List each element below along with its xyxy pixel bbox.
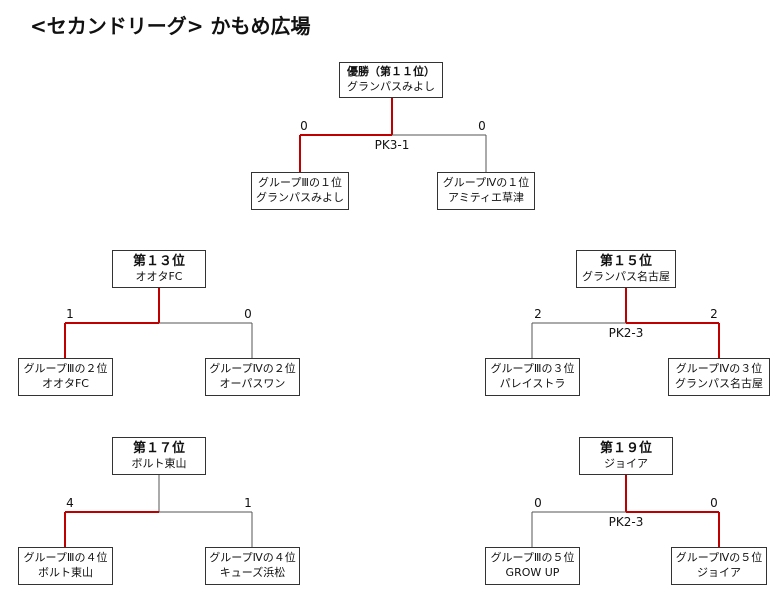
final-right-team: アミティエ草津 <box>447 191 525 204</box>
p15-left-team: パレイストラ <box>499 377 566 390</box>
final-result-box: 優勝（第１１位） グランパスみよし <box>339 62 443 98</box>
p19-right-team-box: グループⅣの５位 ジョイア <box>671 547 767 585</box>
bracket-13 <box>64 288 253 358</box>
p17-result-box: 第１７位 ボルト東山 <box>112 437 206 475</box>
p17-left-team: ボルト東山 <box>38 566 93 579</box>
p15-result-label: 第１５位 <box>599 253 652 269</box>
p15-result-box: 第１５位 グランパス名古屋 <box>576 250 676 288</box>
p15-right-score: 2 <box>710 307 718 321</box>
p15-right-group: グループⅣの３位 <box>675 362 763 376</box>
final-pk-note: PK3-1 <box>374 138 410 152</box>
p15-right-team: グランパス名古屋 <box>675 377 763 390</box>
p19-right-score: 0 <box>710 496 718 510</box>
p15-result-team: グランパス名古屋 <box>582 270 670 284</box>
p17-right-team: キューズ浜松 <box>219 566 286 579</box>
p15-right-team-box: グループⅣの３位 グランパス名古屋 <box>668 358 770 396</box>
p13-left-score: 1 <box>66 307 74 321</box>
p13-result-label: 第１３位 <box>132 253 185 269</box>
final-right-group: グループⅣの１位 <box>442 176 530 190</box>
p13-right-score: 0 <box>244 307 252 321</box>
p15-left-score: 2 <box>534 307 542 321</box>
bracket-17 <box>64 475 253 547</box>
p15-pk-note: PK2-3 <box>608 326 644 340</box>
p19-left-team-box: グループⅢの５位 GROW UP <box>485 547 580 585</box>
final-result-label: 優勝（第１１位） <box>347 65 435 79</box>
p17-left-team-box: グループⅢの４位 ボルト東山 <box>18 547 113 585</box>
p19-pk-note: PK2-3 <box>608 515 644 529</box>
p15-left-group: グループⅢの３位 <box>490 362 575 376</box>
p13-right-group: グループⅣの２位 <box>209 362 296 376</box>
p19-result-team: ジョイア <box>604 457 648 471</box>
p13-left-team-box: グループⅢの２位 オオタFC <box>18 358 113 396</box>
p13-result-box: 第１３位 オオタFC <box>112 250 206 288</box>
p17-right-score: 1 <box>244 496 252 510</box>
p17-right-group: グループⅣの４位 <box>209 551 296 565</box>
final-left-team-box: グループⅢの１位 グランパスみよし <box>251 172 349 210</box>
bracket-final <box>299 98 487 172</box>
final-left-group: グループⅢの１位 <box>258 176 342 190</box>
p13-result-team: オオタFC <box>135 270 183 284</box>
p13-left-team: オオタFC <box>41 377 89 390</box>
p13-right-team-box: グループⅣの２位 オーパスワン <box>205 358 300 396</box>
p19-result-box: 第１９位 ジョイア <box>579 437 673 475</box>
final-result-team: グランパスみよし <box>347 80 435 93</box>
page-title: <セカンドリーグ> かもめ広場 <box>30 14 311 38</box>
p19-right-group: グループⅣの５位 <box>675 551 763 565</box>
final-right-team-box: グループⅣの１位 アミティエ草津 <box>437 172 535 210</box>
p17-result-label: 第１７位 <box>132 440 185 456</box>
p17-left-score: 4 <box>66 496 74 510</box>
bracket-15 <box>531 288 720 358</box>
final-left-score: 0 <box>300 119 308 133</box>
p19-left-group: グループⅢの５位 <box>490 551 575 565</box>
final-left-team: グランパスみよし <box>256 191 344 204</box>
p17-result-team: ボルト東山 <box>131 457 187 471</box>
p13-right-team: オーパスワン <box>219 377 286 390</box>
p17-left-group: グループⅢの４位 <box>23 551 108 565</box>
bracket-19 <box>531 475 720 547</box>
p15-left-team-box: グループⅢの３位 パレイストラ <box>485 358 580 396</box>
p19-left-team: GROW UP <box>505 566 560 579</box>
p19-right-team: ジョイア <box>697 566 741 579</box>
p19-left-score: 0 <box>534 496 542 510</box>
p19-result-label: 第１９位 <box>599 440 652 456</box>
p17-right-team-box: グループⅣの４位 キューズ浜松 <box>205 547 300 585</box>
final-right-score: 0 <box>478 119 486 133</box>
p13-left-group: グループⅢの２位 <box>23 362 108 376</box>
